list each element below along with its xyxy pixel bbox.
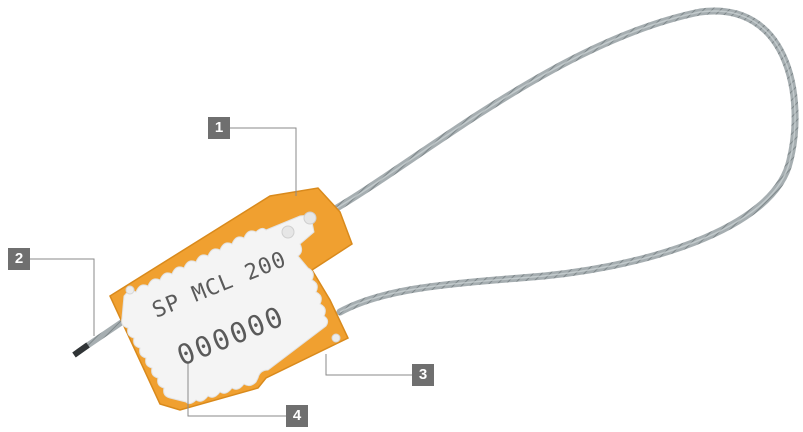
leader-line-3 (325, 354, 412, 376)
leader-line-1 (230, 127, 297, 196)
leader-lines (30, 127, 412, 417)
cable-tail-tip (72, 342, 90, 358)
cable-loop (326, 7, 799, 316)
leader-line-2 (30, 258, 95, 336)
callout-2: 2 (8, 248, 30, 270)
callout-3: 3 (412, 364, 434, 386)
seal-insert (121, 211, 341, 405)
callout-4: 4 (286, 405, 308, 427)
callout-1: 1 (208, 117, 230, 139)
leader-line-4 (187, 362, 286, 417)
